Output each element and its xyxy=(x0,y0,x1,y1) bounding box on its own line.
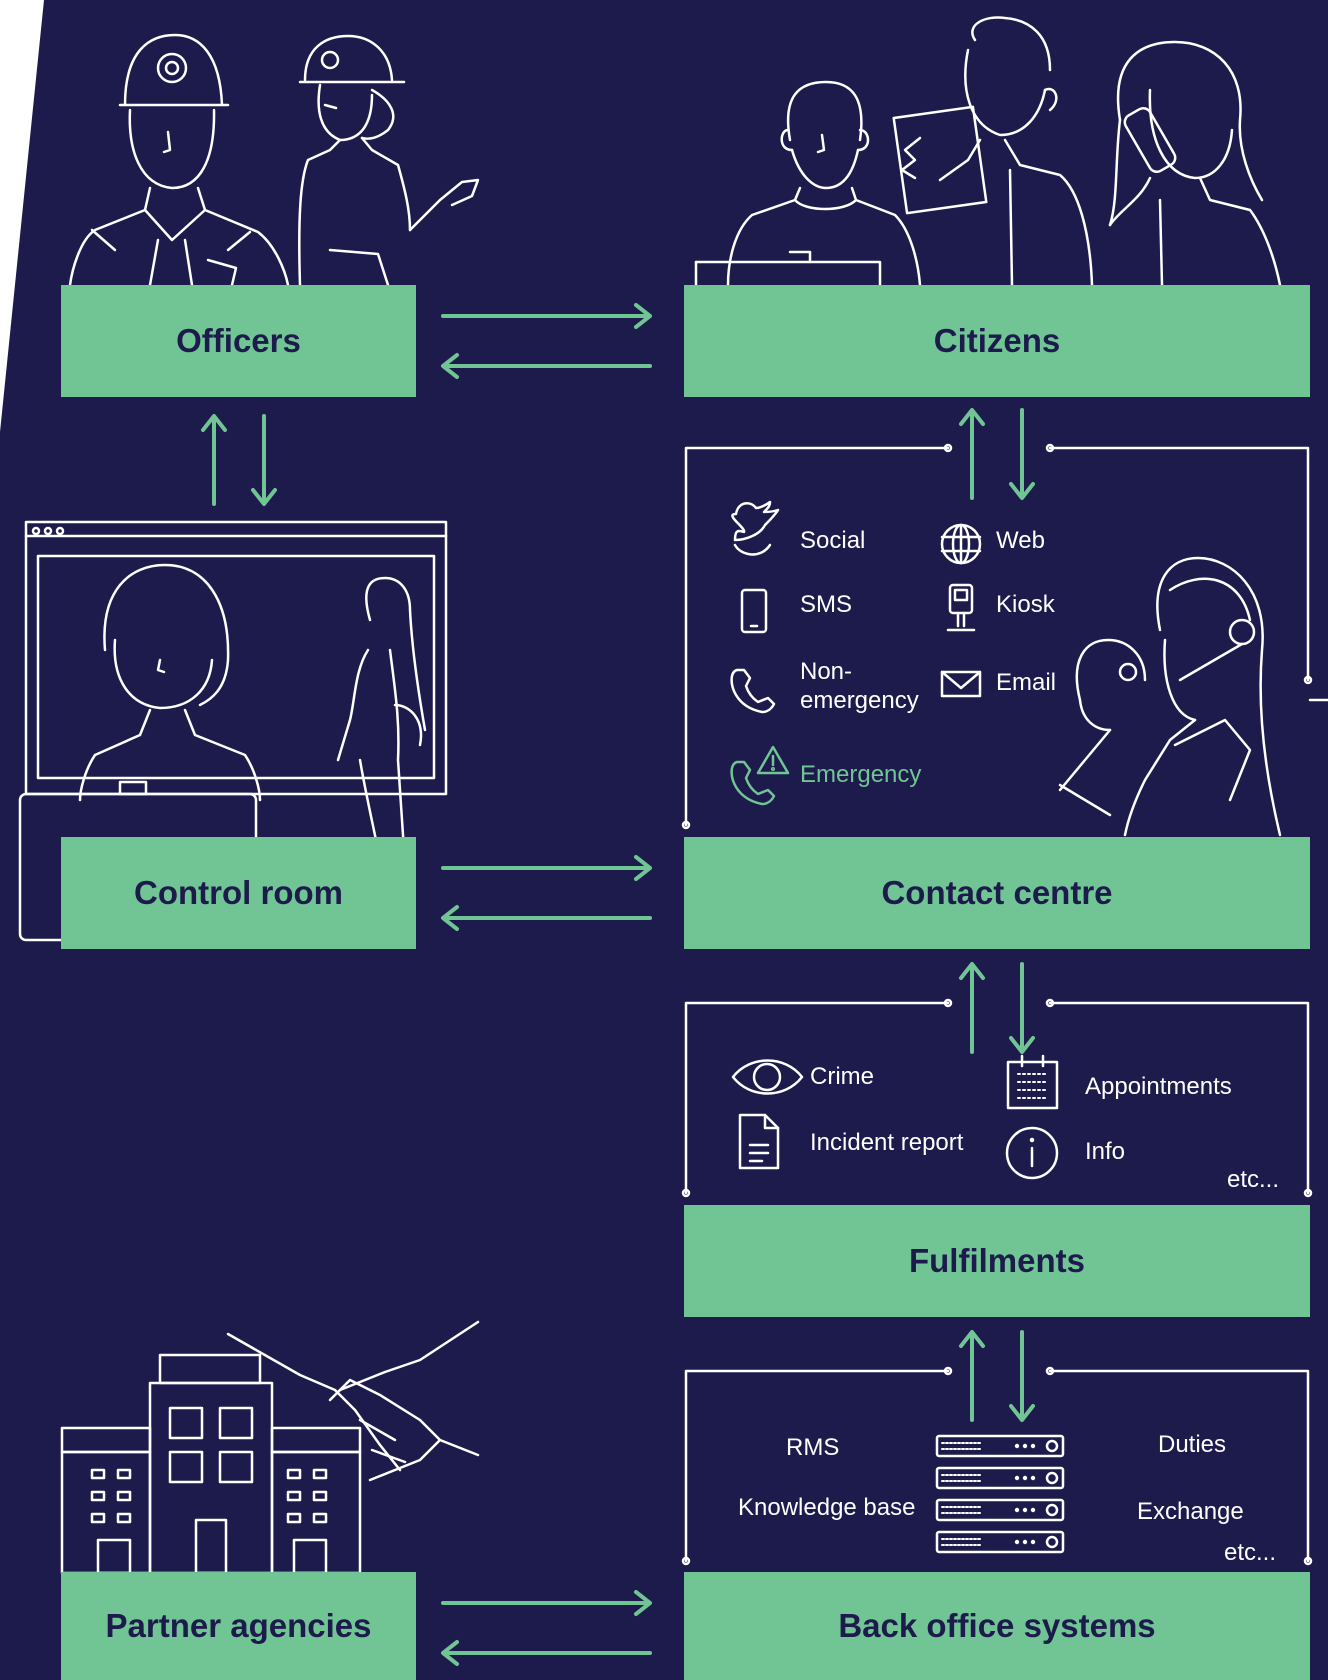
arrow-channels-to-citizens xyxy=(959,408,985,500)
fulfilment-etc: etc... xyxy=(1227,1166,1280,1193)
node-partner-agencies: Partner agencies xyxy=(61,1572,416,1680)
arrow-officers-to-control xyxy=(251,414,277,506)
node-citizens: Citizens xyxy=(684,285,1310,397)
contact-centre-illustration xyxy=(1058,556,1328,837)
backoffice-knowledge-base: Knowledge base xyxy=(738,1494,916,1521)
info-icon xyxy=(1005,1126,1059,1180)
channel-non-emergency-line1: Non- xyxy=(800,658,853,685)
node-contact-centre: Contact centre xyxy=(684,837,1310,949)
handset-icon xyxy=(730,668,776,714)
control-room-illustration xyxy=(18,520,448,942)
arrow-citizens-to-channels xyxy=(1009,408,1035,500)
fulfilment-appointments: Appointments xyxy=(1085,1073,1232,1100)
twitter-icon xyxy=(731,500,780,556)
emergency-icon xyxy=(730,745,790,806)
channel-kiosk: Kiosk xyxy=(996,591,1055,618)
channel-non-emergency-line2: emergency xyxy=(800,687,919,714)
arrow-fulfilments-to-backoffice xyxy=(1009,1330,1035,1422)
backoffice-etc: etc... xyxy=(1224,1539,1277,1566)
fulfilment-crime: Crime xyxy=(810,1063,874,1090)
partner-agencies-illustration xyxy=(60,1320,480,1575)
node-officers: Officers xyxy=(61,285,416,397)
fulfilment-incident-report: Incident report xyxy=(810,1129,964,1156)
envelope-icon xyxy=(940,670,982,698)
arrow-backoffice-to-fulfilments xyxy=(959,1330,985,1422)
citizens-illustration xyxy=(694,16,1282,287)
backoffice-exchange: Exchange xyxy=(1137,1498,1244,1525)
phone-icon xyxy=(740,588,768,634)
fulfilment-info: Info xyxy=(1085,1138,1126,1165)
arrow-contact-to-control xyxy=(441,905,652,931)
backoffice-rms: RMS xyxy=(786,1434,840,1461)
channel-emergency: Emergency xyxy=(800,761,922,788)
channel-web: Web xyxy=(996,527,1045,554)
arrow-control-to-contact xyxy=(441,855,652,881)
contact-channels-frame xyxy=(681,443,1313,830)
channel-sms: SMS xyxy=(800,591,853,618)
arrow-officers-to-citizens xyxy=(441,303,652,329)
channel-social: Social xyxy=(800,527,866,554)
globe-icon xyxy=(940,523,982,565)
document-icon xyxy=(738,1113,780,1170)
arrow-contact-to-fulfilment xyxy=(1009,962,1035,1054)
server-icon xyxy=(935,1434,1065,1554)
arrow-control-to-officers xyxy=(201,414,227,506)
channel-email: Email xyxy=(996,669,1057,696)
kiosk-icon xyxy=(946,583,976,632)
arrow-backoffice-to-partner xyxy=(441,1640,652,1666)
officers-illustration xyxy=(68,33,480,287)
arrow-partner-to-backoffice xyxy=(441,1590,652,1616)
eye-icon xyxy=(731,1059,804,1095)
backoffice-duties: Duties xyxy=(1158,1431,1227,1458)
arrow-citizens-to-officers xyxy=(441,353,652,379)
arrow-fulfilment-to-contact xyxy=(959,962,985,1054)
node-fulfilments: Fulfilments xyxy=(684,1205,1310,1317)
fulfilments-frame xyxy=(681,998,1313,1198)
calendar-icon xyxy=(1006,1054,1059,1110)
back-office-frame xyxy=(681,1366,1313,1566)
node-control-room: Control room xyxy=(61,837,416,949)
node-back-office-systems: Back office systems xyxy=(684,1572,1310,1680)
